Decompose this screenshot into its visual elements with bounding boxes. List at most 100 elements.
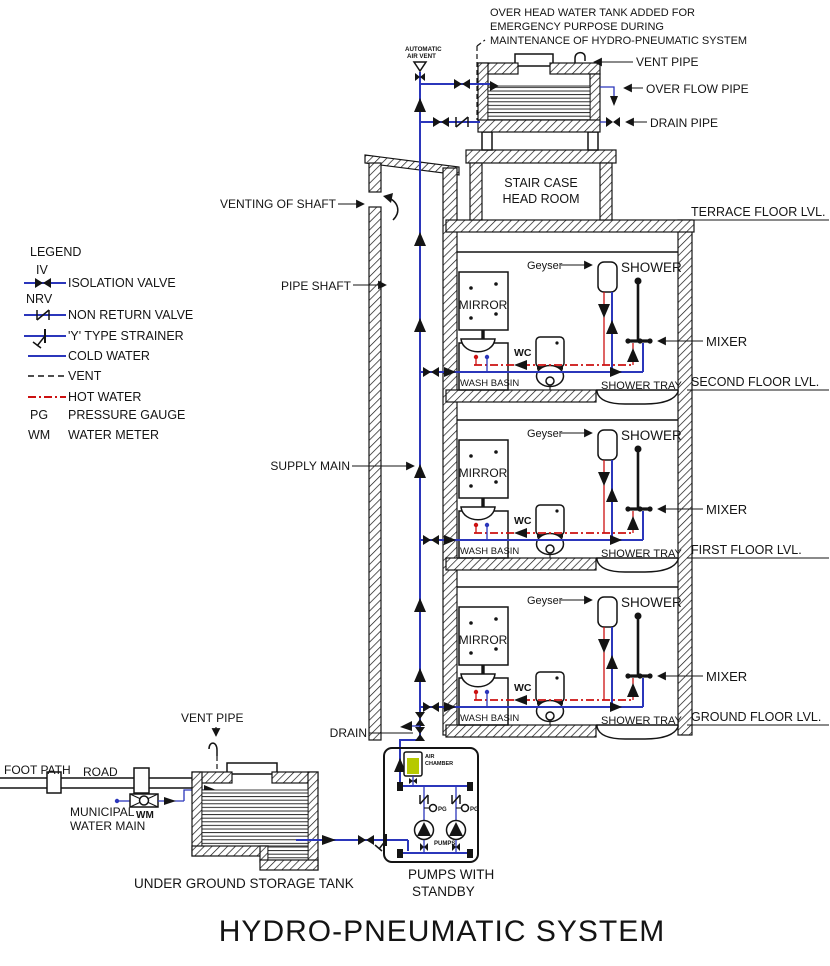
shower-tray-label: SHOWER TRAY <box>601 715 683 727</box>
supply-main-piping <box>394 61 499 786</box>
wc-label: WC <box>514 515 532 527</box>
isolation-valve-icon <box>415 712 425 726</box>
shower-tray-label: SHOWER TRAY <box>601 380 683 392</box>
pressure-gauge-icon <box>428 803 438 813</box>
overflow-pipe-line <box>600 86 615 98</box>
non-return-valve-icon <box>455 116 469 128</box>
automatic-air-vent-label-2: AIR VENT <box>407 53 436 60</box>
vent-pipe-bottom-label: VENT PIPE <box>181 711 243 725</box>
shower-label: SHOWER <box>621 428 682 443</box>
legend-pg-label: PRESSURE GAUGE <box>68 408 185 422</box>
wc-label: WC <box>514 347 532 359</box>
air-chamber-label-2: CHAMBER <box>425 761 453 767</box>
ug-vent-gooseneck-icon <box>208 742 218 756</box>
terrace-level-label: TERRACE FLOOR LVL. <box>691 205 826 219</box>
road-and-mains <box>0 767 216 808</box>
air-chamber-icon <box>403 751 423 786</box>
pumps-with-label-1: PUMPS WITH <box>408 867 494 882</box>
valve-icon <box>451 794 461 805</box>
pg-label-a: PG <box>438 807 447 813</box>
wc-label: WC <box>514 682 532 694</box>
drain-label: DRAIN <box>330 726 367 740</box>
legend-nrv-abbr: NRV <box>26 292 53 306</box>
floor-level-label: FIRST FLOOR LVL. <box>691 543 802 557</box>
legend: LEGEND IV ISOLATION VALVE NRV NON RETURN… <box>26 245 193 442</box>
shaft-wall-upper <box>368 162 382 193</box>
municipal-label-1: MUNICIPAL <box>70 805 135 819</box>
drain-pipe-label: DRAIN PIPE <box>650 116 718 130</box>
municipal-label-2: WATER MAIN <box>70 819 145 833</box>
ug-left-wall <box>191 771 203 857</box>
legend-pg-abbr: PG <box>30 408 48 422</box>
foot-path-label: FOOT PATH <box>4 763 71 777</box>
overflow-pipe-label: OVER FLOW PIPE <box>646 82 749 96</box>
geyser-label: Geyser <box>527 260 563 272</box>
legend-iv-abbr: IV <box>36 263 48 277</box>
non-return-valve-icon <box>36 309 50 321</box>
shower-label: SHOWER <box>621 595 682 610</box>
oht-right-wall <box>589 73 601 123</box>
mixer-label: MIXER <box>706 502 747 517</box>
air-chamber-label-1: AIR <box>425 754 435 760</box>
venting-of-shaft-label: VENTING OF SHAFT <box>220 197 337 211</box>
supply-main-label: SUPPLY MAIN <box>270 459 350 473</box>
pg-label-b: PG <box>470 807 479 813</box>
ug-water <box>201 789 309 847</box>
geyser-label: Geyser <box>527 595 563 607</box>
floor-level-label: SECOND FLOOR LVL. <box>691 375 819 389</box>
legend-wm-label: WATER METER <box>68 428 159 442</box>
ug-sump-floor <box>259 859 319 871</box>
legend-hot-water-label: HOT WATER <box>68 390 141 404</box>
wash-basin-label: WASH BASIN <box>460 713 519 724</box>
ug-tank-label: UNDER GROUND STORAGE TANK <box>134 876 354 891</box>
pumps-label: PUMPS <box>434 841 455 847</box>
shower-label: SHOWER <box>621 260 682 275</box>
staircase-label-1: STAIR CASE <box>504 176 577 190</box>
legend-strainer-label: 'Y' TYPE STRAINER <box>68 329 184 343</box>
building-left-wall <box>442 167 458 736</box>
isolation-valve-icon <box>606 117 620 127</box>
ug-right-wall <box>307 771 319 871</box>
wash-basin-label: WASH BASIN <box>460 378 519 389</box>
pump-set <box>383 747 479 863</box>
automatic-air-vent-icon <box>412 61 428 81</box>
ug-tank-lid <box>226 762 278 775</box>
automatic-air-vent-label-1: AUTOMATIC <box>405 46 442 53</box>
floor-1-labels: Geyser SHOWER MIRROR WC WASH BASIN SHOWE… <box>459 428 829 560</box>
y-strainer-icon <box>32 329 46 349</box>
floor-level-label: GROUND FLOOR LVL. <box>691 710 821 724</box>
shaft-roof <box>364 154 460 176</box>
floor-2-labels: Geyser SHOWER MIRROR WC WASH BASIN SHOWE… <box>459 260 829 392</box>
vent-pipe-top-label: VENT PIPE <box>636 55 698 69</box>
mixer-label: MIXER <box>706 334 747 349</box>
isolation-valve-icon <box>415 727 425 741</box>
road-label: ROAD <box>83 765 118 779</box>
headroom-roof <box>465 149 617 164</box>
isolation-valve-icon <box>433 117 449 127</box>
mirror-label: MIRROR <box>459 298 508 312</box>
staircase-label-2: HEAD ROOM <box>502 192 579 206</box>
isolation-valve-icon <box>454 79 470 89</box>
pressure-gauge-icon <box>460 803 470 813</box>
note-line-3: MAINTENANCE OF HYDRO-PNEUMATIC SYSTEM <box>490 35 747 47</box>
headroom-right-wall <box>599 162 613 221</box>
oht-left-wall <box>477 62 489 123</box>
pump-branch <box>445 786 470 853</box>
legend-heading: LEGEND <box>30 245 81 259</box>
overhead-tank <box>476 39 620 133</box>
wash-basin-label: WASH BASIN <box>460 546 519 557</box>
mixer-label: MIXER <box>706 669 747 684</box>
oht-water <box>487 85 591 121</box>
isolation-valve-icon <box>358 835 374 845</box>
diagram-title: HYDRO-PNEUMATIC SYSTEM <box>219 915 665 948</box>
legend-symbols <box>24 278 66 398</box>
wm-label: WM <box>136 810 154 821</box>
oht-bottom-slab <box>477 119 601 133</box>
shaft-wall <box>368 206 382 741</box>
valve-icon <box>419 794 429 805</box>
tank-manhole <box>514 53 554 67</box>
mirror-label: MIRROR <box>459 633 508 647</box>
note-line-1: OVER HEAD WATER TANK ADDED FOR <box>490 7 695 19</box>
pump-branch <box>413 786 438 853</box>
